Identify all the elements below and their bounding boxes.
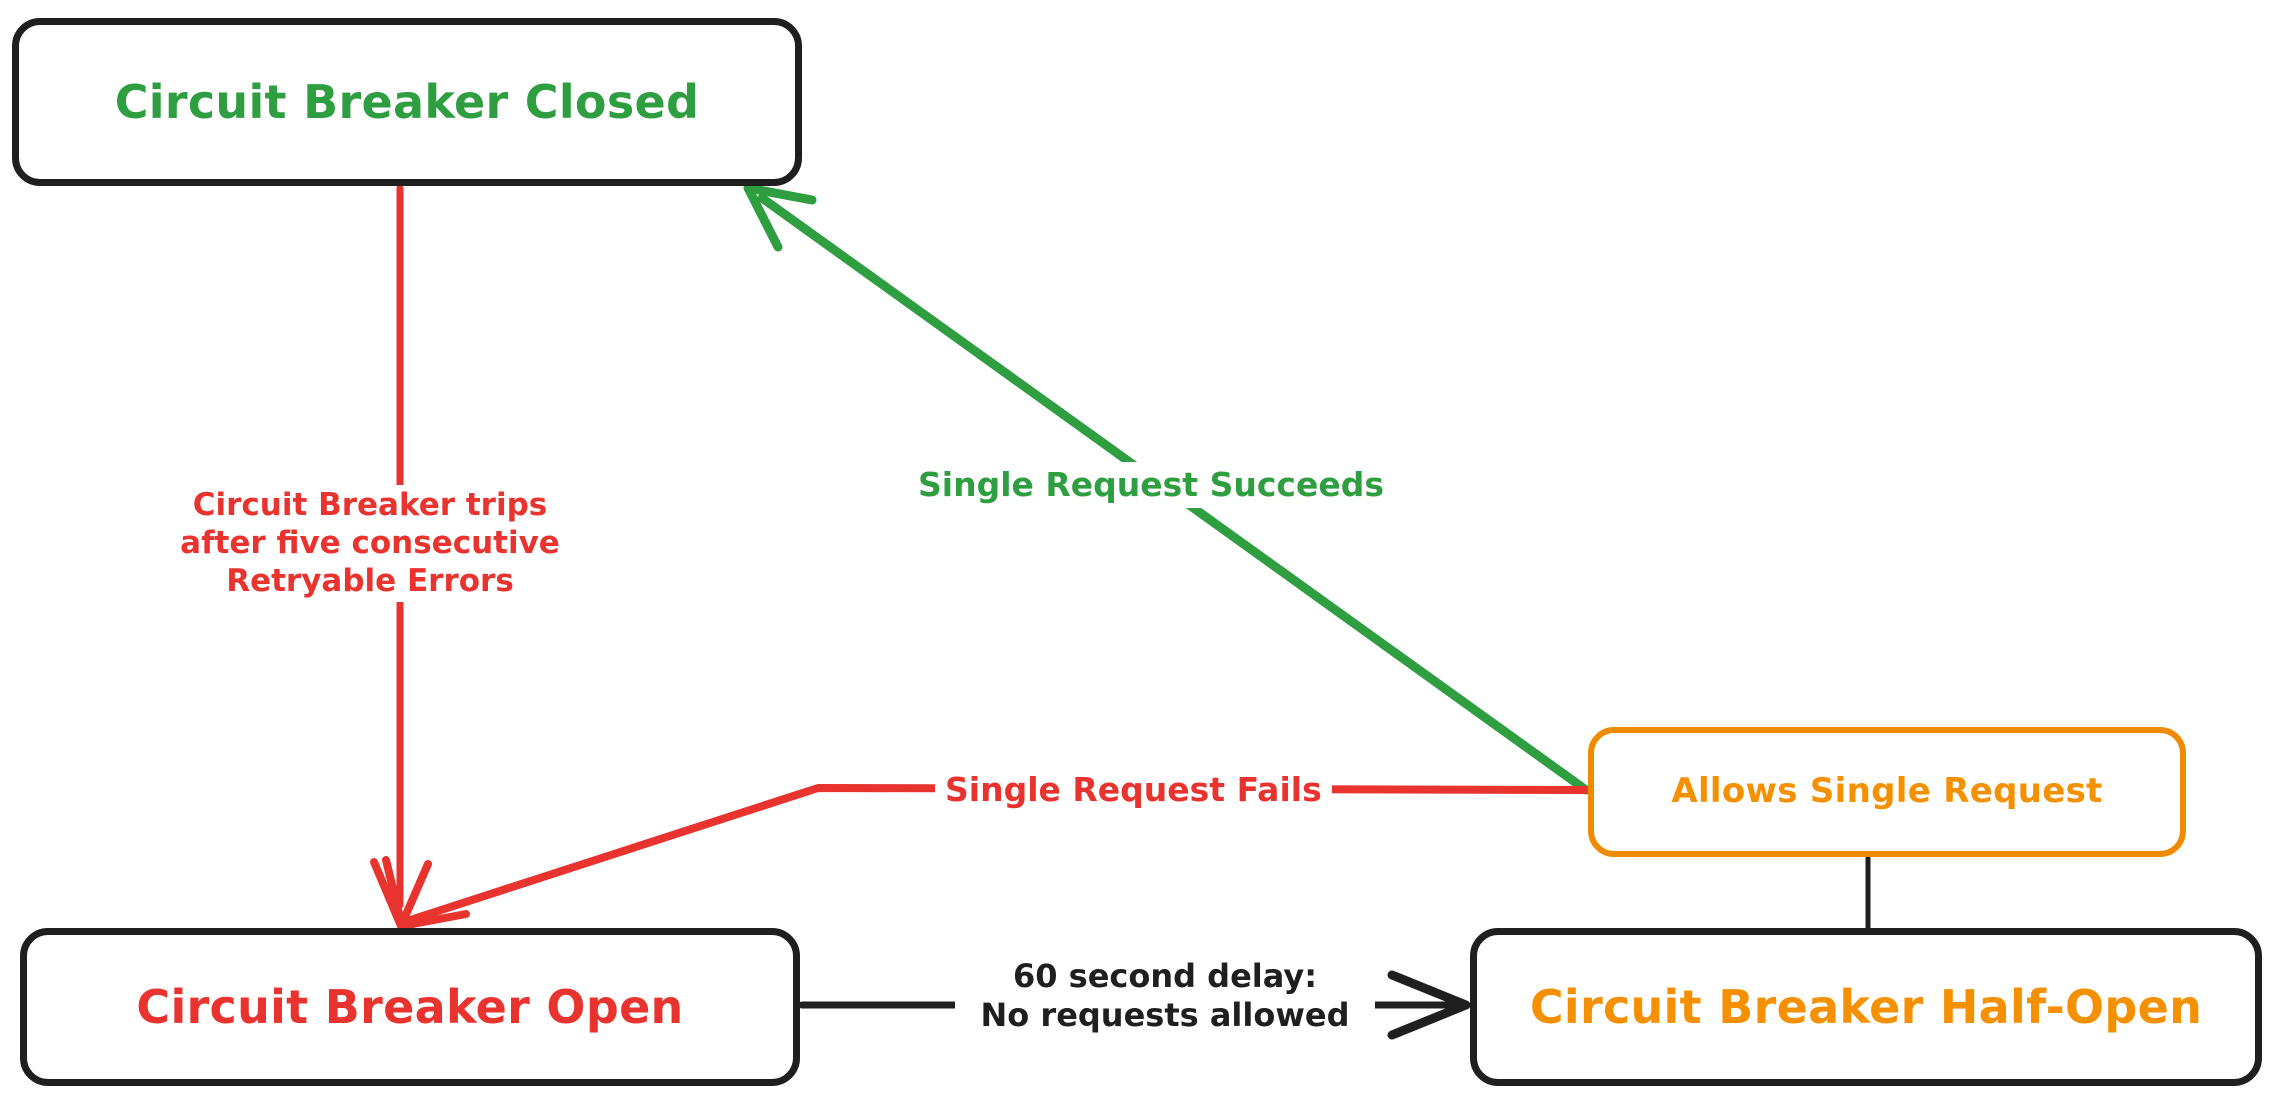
edge-label-line: 60 second delay:: [1012, 957, 1318, 995]
edge-label-line: Retryable Errors: [226, 562, 514, 599]
edge-label-line: Single Request Succeeds: [918, 465, 1384, 504]
state-node-circuit-breaker-half-open[interactable]: Circuit Breaker Half-Open: [1470, 928, 2262, 1086]
state-node-allows-single-request[interactable]: Allows Single Request: [1588, 727, 2186, 857]
edge-label-circuit-breaker-trips: Circuit Breaker trips after five consecu…: [170, 485, 570, 603]
state-node-label: Circuit Breaker Closed: [114, 74, 700, 129]
state-node-circuit-breaker-closed[interactable]: Circuit Breaker Closed: [12, 18, 802, 186]
edge-label-single-request-succeeds: Single Request Succeeds: [908, 462, 1394, 509]
state-node-label: Allows Single Request: [1671, 771, 2103, 812]
state-node-label: Circuit Breaker Half-Open: [1529, 979, 2203, 1034]
state-node-label: Circuit Breaker Open: [136, 979, 684, 1034]
edge-label-line: after five consecutive: [180, 524, 560, 561]
edge-label-line: Single Request Fails: [945, 770, 1322, 809]
edge-label-line: Circuit Breaker trips: [192, 487, 548, 523]
edge-label-line: No requests allowed: [980, 996, 1350, 1035]
edge-label-sixty-second-delay: 60 second delay: No requests allowed: [955, 955, 1375, 1038]
state-node-circuit-breaker-open[interactable]: Circuit Breaker Open: [20, 928, 800, 1086]
edge-label-single-request-fails: Single Request Fails: [935, 767, 1332, 814]
